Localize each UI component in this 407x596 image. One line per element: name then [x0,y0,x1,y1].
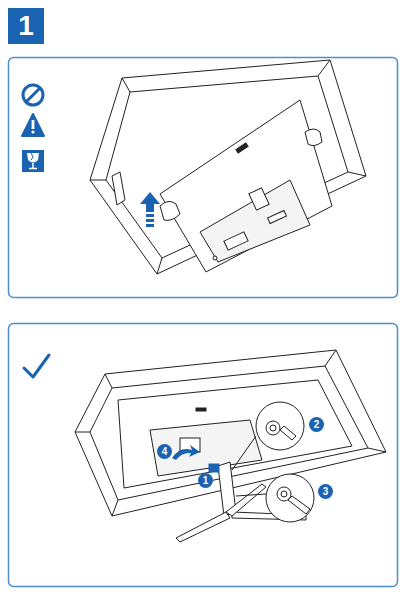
monitor [160,100,332,272]
callout-number: 3 [318,484,333,499]
panel-frame [9,324,398,587]
packing-tray [90,60,366,274]
callout-number: 4 [157,444,172,459]
fragile-icon [22,150,44,172]
monitor [118,380,352,488]
step-number: 1 [8,8,44,44]
insert-arrow [172,445,200,460]
callout-number: 1 [198,473,213,488]
packing-tray [75,350,386,516]
panel-frame [9,58,398,298]
lift-arrow [140,192,160,227]
detail-magnifier [232,402,304,470]
detail-magnifier [236,474,314,522]
callout-number: 2 [309,417,324,432]
prohibited-icon [23,85,43,105]
check-icon [24,355,49,377]
hand [160,129,322,220]
warning-icon [22,114,44,136]
step-number-text: 1 [18,12,34,40]
